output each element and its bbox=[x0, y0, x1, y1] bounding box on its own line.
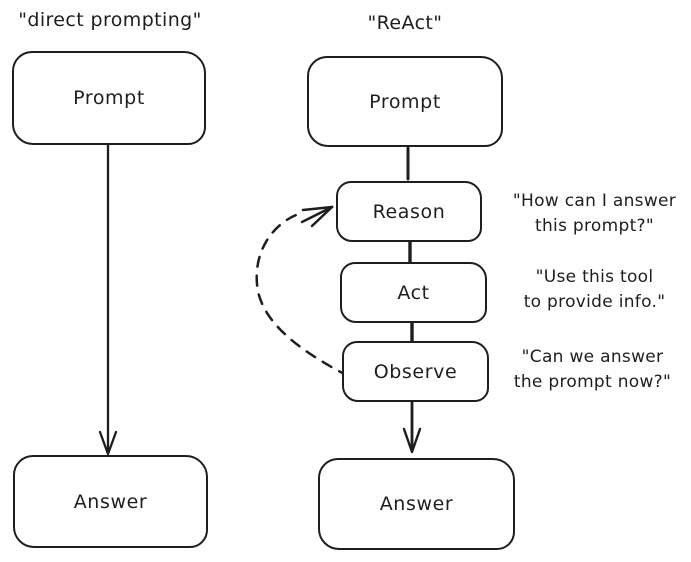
node-label: Act bbox=[397, 281, 430, 304]
node-act: Act bbox=[340, 262, 487, 323]
arrow-observe-to-answer bbox=[402, 399, 422, 454]
node-label: Prompt bbox=[369, 90, 441, 113]
loop-arrow-observe-to-reason bbox=[255, 205, 350, 378]
node-label: Prompt bbox=[73, 87, 145, 109]
node-prompt-react: Prompt bbox=[307, 56, 503, 147]
arrow-left-prompt-to-answer bbox=[98, 143, 118, 456]
node-observe: Observe bbox=[342, 341, 489, 402]
node-label: Reason bbox=[372, 200, 446, 223]
node-label: Answer bbox=[73, 490, 148, 513]
annotation-act: "Use this tool to provide info." bbox=[523, 267, 666, 312]
node-answer-direct: Answer bbox=[13, 455, 208, 548]
column-title-direct-prompting: "direct prompting" bbox=[18, 9, 202, 31]
annotation-reason: "How can I answer this prompt?" bbox=[512, 191, 677, 236]
column-title-react: "ReAct" bbox=[367, 12, 443, 34]
annotation-observe: "Can we answer the prompt now?" bbox=[513, 347, 672, 392]
node-prompt-direct: Prompt bbox=[12, 51, 206, 145]
node-answer-react: Answer bbox=[318, 458, 515, 550]
node-label: Answer bbox=[379, 493, 454, 515]
node-reason: Reason bbox=[336, 181, 482, 242]
node-label: Observe bbox=[373, 360, 458, 383]
